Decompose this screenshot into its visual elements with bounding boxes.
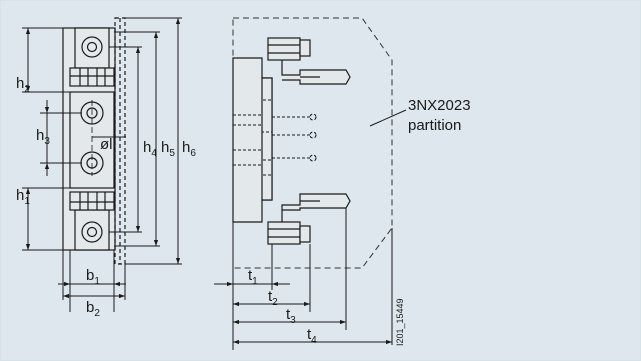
label-t4: t4 [307,326,317,346]
label-b1: b1 [86,267,100,287]
top-blade [281,60,351,85]
label-t3: t3 [286,306,296,326]
top-bolt [267,37,301,61]
side-dimension-lines [214,208,392,350]
label-h1: h1 [16,187,30,207]
top-contact [74,27,110,69]
bottom-nut [81,221,103,243]
label-h6: h6 [182,139,196,159]
bottom-blade [281,193,351,222]
bottom-bolt [267,221,301,245]
label-h2: h2 [16,75,30,95]
front-dimension-lines [22,17,182,312]
label-t2: t2 [268,288,278,308]
label-h5: h5 [161,139,175,159]
partition-leader [369,109,407,127]
partition-label-line1: 3NX2023 [408,97,471,114]
partition-label-line2: partition [408,117,461,134]
side-view [232,17,393,345]
label-h4: h4 [143,139,157,159]
front-view [62,17,126,265]
label-hole-diameter: øl [100,136,113,153]
label-b2: b2 [86,299,100,319]
bottom-contact [74,209,110,251]
label-t1: t1 [248,267,258,287]
top-nut [81,36,103,58]
label-h3: h3 [36,127,50,147]
drawing-code: I201_15449 [395,298,405,346]
